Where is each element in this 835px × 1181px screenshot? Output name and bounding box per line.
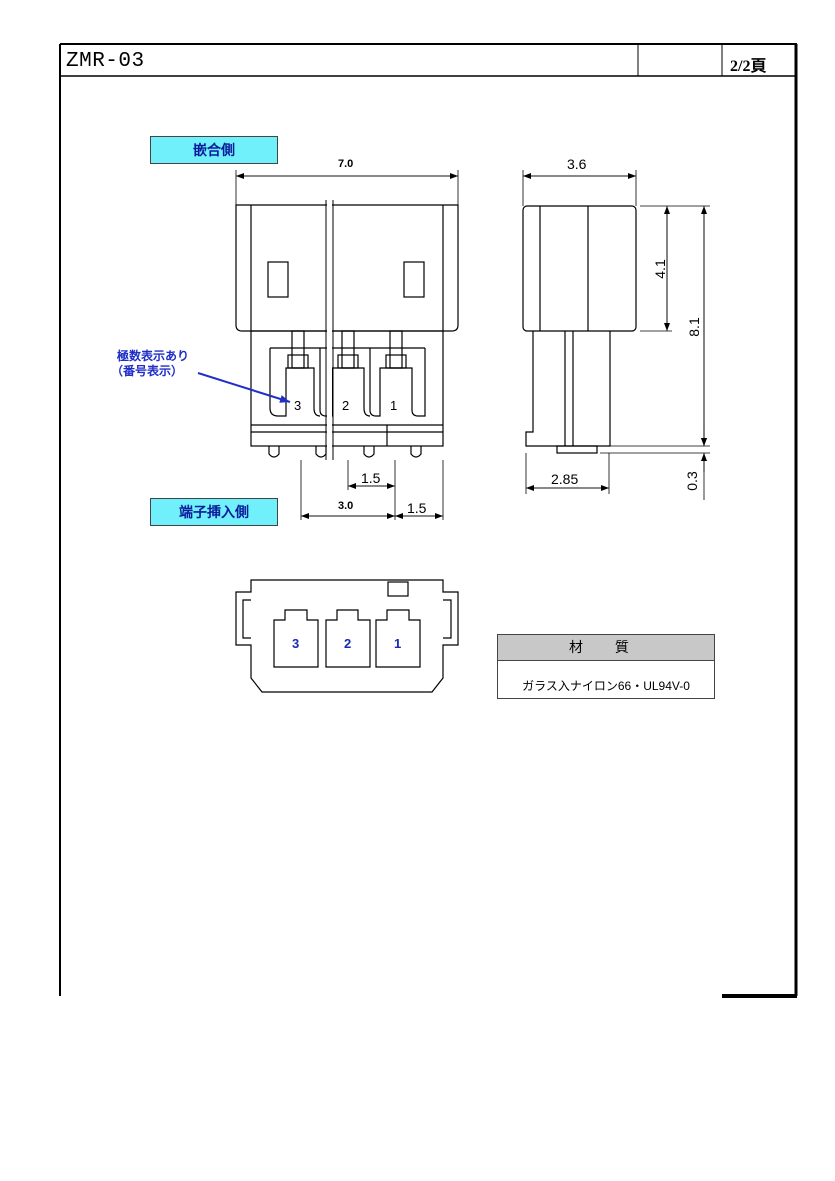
polarity-note-line1: 極数表示あり <box>117 349 190 363</box>
dim-width: 7.0 <box>338 158 354 170</box>
dim-span: 3.0 <box>338 500 354 512</box>
side-dimensions <box>522 170 710 500</box>
bottom-view <box>235 579 459 693</box>
mating-side-label: 嵌合側 <box>150 136 278 164</box>
dim-end-offset: 1.5 <box>407 500 427 516</box>
dim-upper-height: 4.1 <box>652 259 668 279</box>
page-number: 2/2頁 <box>730 58 767 75</box>
break-lines <box>325 200 334 460</box>
polarity-note-line2: （番号表示） <box>111 364 184 378</box>
dim-peg-height: 0.3 <box>684 471 700 491</box>
dim-side-width: 2.85 <box>551 471 579 487</box>
bottom-pin-label: 2 <box>344 636 352 651</box>
break-gap <box>327 200 332 460</box>
front-pin-label: 1 <box>390 398 398 413</box>
dim-depth: 3.6 <box>567 156 587 172</box>
front-pin-label: 3 <box>294 398 302 413</box>
drawing-title: ZMR-03 <box>66 50 145 73</box>
bottom-pin-label: 3 <box>292 636 300 651</box>
front-view <box>235 204 459 458</box>
material-heading: 材 質 <box>497 634 715 661</box>
side-view <box>522 205 637 454</box>
sheet-frame <box>59 43 798 998</box>
front-dimensions <box>235 170 459 520</box>
dim-pitch: 1.5 <box>361 470 381 486</box>
dim-total-height: 8.1 <box>686 317 702 337</box>
front-pin-label: 2 <box>342 398 350 413</box>
note-arrow <box>197 372 291 403</box>
bottom-pin-label: 1 <box>394 636 402 651</box>
material-value: ガラス入ナイロン66・UL94V-0 <box>497 660 715 699</box>
terminal-side-label: 端子挿入側 <box>150 498 278 526</box>
